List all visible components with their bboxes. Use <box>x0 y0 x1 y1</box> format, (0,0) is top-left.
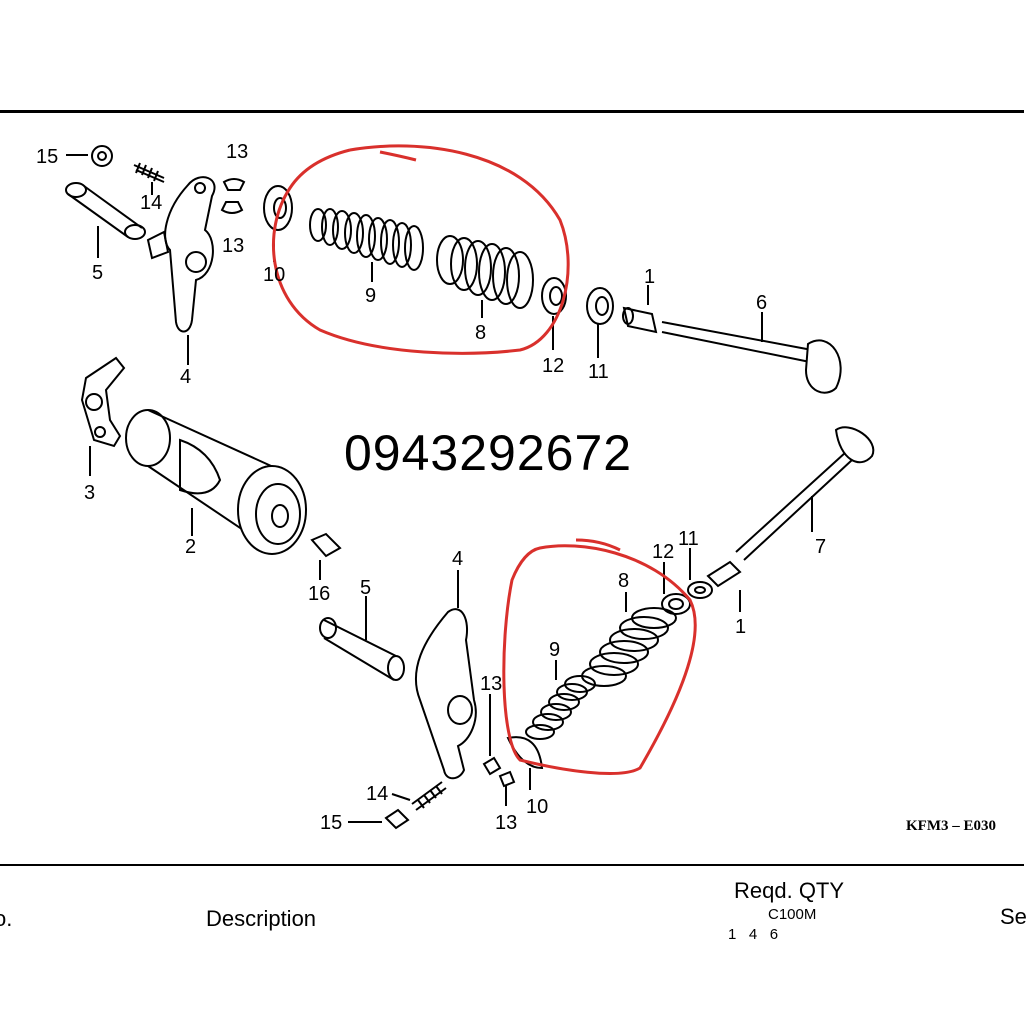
col-header-qty: Reqd. QTY <box>734 878 845 903</box>
nut-part <box>91 145 113 167</box>
callout-11-bottom: 11 <box>678 528 699 550</box>
rocker-arm-part <box>146 176 216 333</box>
callout-7: 7 <box>815 536 826 558</box>
col-header-se: Se <box>1000 904 1027 929</box>
callout-13-top-a: 13 <box>226 141 248 163</box>
phone-number-overlay: 0943292672 <box>344 425 633 481</box>
callout-9-top: 9 <box>365 285 376 307</box>
bracket-part <box>80 356 126 448</box>
callout-10-top: 10 <box>263 264 285 286</box>
callout-9-bottom: 9 <box>549 639 560 661</box>
callout-14-top: 14 <box>140 192 162 214</box>
col-header-qty-cols: 1 4 6 <box>728 926 779 943</box>
callout-13-bottom-b: 13 <box>495 812 517 834</box>
callout-8-bottom: 8 <box>618 570 629 592</box>
intake-valve-part <box>661 321 842 394</box>
callout-12-top: 12 <box>542 355 564 377</box>
callout-13-top-b: 13 <box>222 235 244 257</box>
callout-15-bottom: 15 <box>320 812 342 834</box>
callout-6: 6 <box>756 292 767 314</box>
callout-10-bottom: 10 <box>526 796 548 818</box>
callout-16: 16 <box>308 583 330 605</box>
callout-11-top: 11 <box>588 361 609 383</box>
col-header-description: Description <box>206 906 317 931</box>
highlight-stroke-bottom <box>575 538 621 552</box>
callout-5-bottom: 5 <box>360 577 371 599</box>
drawing-code: KFM3 – E030 <box>906 818 996 834</box>
rocker-shaft-part <box>65 182 146 240</box>
highlight-loop-bottom <box>502 544 697 775</box>
col-header-model: C100M <box>768 906 817 923</box>
callout-1-top: 1 <box>644 266 655 288</box>
callout-5-top: 5 <box>92 262 103 284</box>
callout-4-top: 4 <box>180 366 191 388</box>
callout-3: 3 <box>84 482 95 504</box>
callout-13-bottom-a: 13 <box>480 673 502 695</box>
callout-4-bottom: 4 <box>452 548 463 570</box>
inner-spring-part <box>309 208 424 271</box>
callout-15-top: 15 <box>36 146 58 168</box>
col-header-no: o. <box>0 906 13 931</box>
frame-bottom-border <box>0 864 1024 866</box>
camshaft-part <box>125 409 307 555</box>
adjust-screw-part <box>133 162 165 183</box>
callout-12-bottom: 12 <box>652 541 674 563</box>
highlight-stroke-top <box>379 150 417 162</box>
highlight-loop-top <box>272 144 570 355</box>
callout-1-bottom: 1 <box>735 616 746 638</box>
outer-spring-part <box>436 235 534 309</box>
frame-top-border <box>0 110 1024 113</box>
callout-8-top: 8 <box>475 322 486 344</box>
callout-14-bottom: 14 <box>366 783 388 805</box>
highlight-marks <box>272 144 697 775</box>
callout-2: 2 <box>185 536 196 558</box>
